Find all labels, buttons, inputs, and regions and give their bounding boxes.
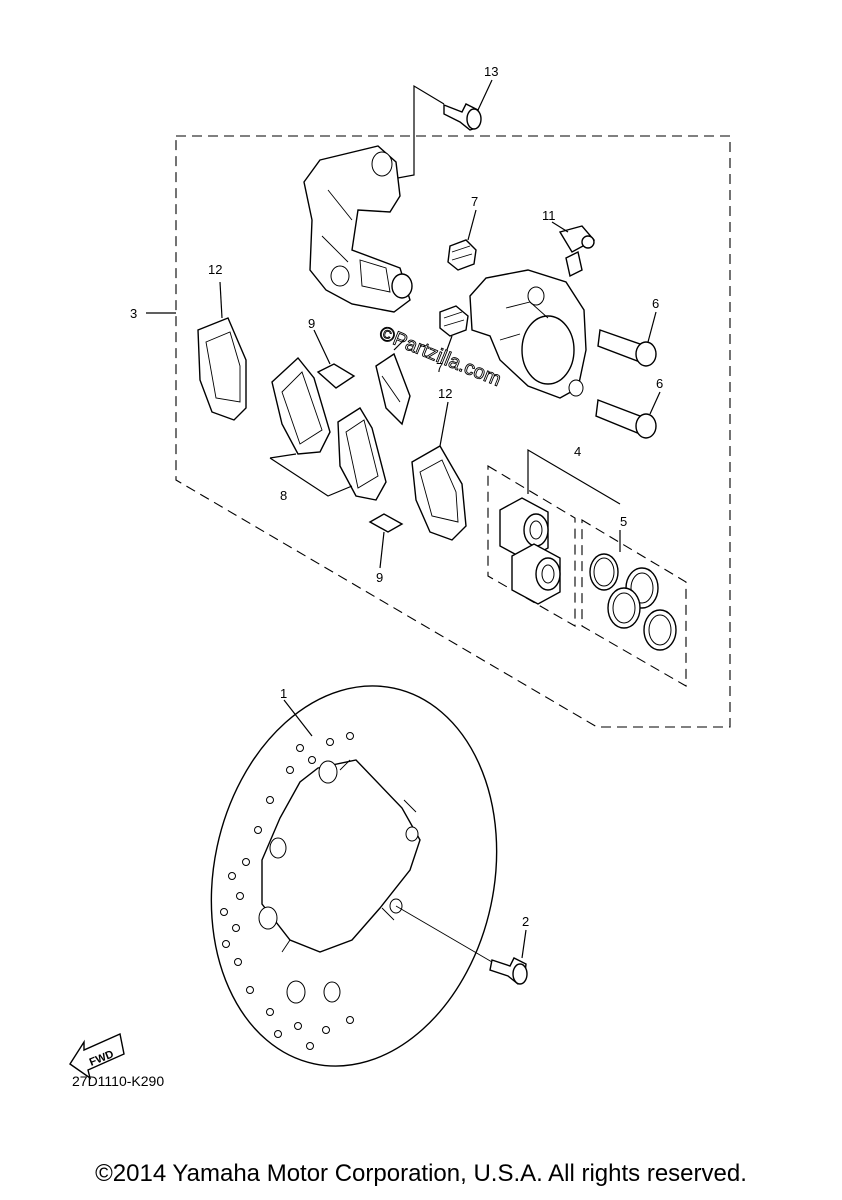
callout-12-right: 12 xyxy=(438,386,452,401)
fwd-arrow-icon: FWD xyxy=(69,1033,125,1080)
leader-13 xyxy=(477,79,493,111)
leader-6-upper xyxy=(647,311,657,343)
piston-4-lower xyxy=(511,543,561,605)
leader-11 xyxy=(551,221,569,233)
pin-bolt-6-lower xyxy=(595,399,657,439)
callout-11: 11 xyxy=(542,208,556,223)
bolt-13 xyxy=(443,103,482,131)
leader-7-upper xyxy=(467,209,477,241)
disc-bolt-2 xyxy=(395,905,528,985)
callout-8: 8 xyxy=(280,488,287,503)
clip-9-lower xyxy=(368,513,404,533)
callout-9-lower: 9 xyxy=(376,570,383,585)
leader-4 xyxy=(527,448,621,505)
brake-disc-1 xyxy=(210,685,498,1067)
callout-13: 13 xyxy=(484,64,498,79)
callout-7-lower: 7 xyxy=(436,360,443,375)
shim-12-left xyxy=(197,317,247,421)
pin-bolt-6-upper xyxy=(597,329,657,367)
callout-6-upper: 6 xyxy=(652,296,659,311)
piston-kit-outline xyxy=(487,465,576,627)
leader-1 xyxy=(283,699,313,737)
leader-12-left xyxy=(219,281,223,319)
leader-pad-spring xyxy=(393,339,405,351)
brake-pad-8-right xyxy=(337,407,387,501)
diagram-code: 27D1110-K290 xyxy=(72,1073,164,1089)
seal-kit-outline xyxy=(581,519,687,687)
leader-7-lower xyxy=(443,335,453,359)
leader-9-upper xyxy=(313,329,331,365)
callout-4: 4 xyxy=(574,444,581,459)
shim-12-right xyxy=(411,445,467,541)
boot-7-upper xyxy=(447,239,477,271)
callout-2: 2 xyxy=(522,914,529,929)
copyright-notice: ©2014 Yamaha Motor Corporation, U.S.A. A… xyxy=(95,1160,747,1187)
clip-9-upper xyxy=(316,363,356,389)
callout-3: 3 xyxy=(130,306,137,321)
boot-7-lower xyxy=(439,305,469,337)
brake-pad-8-left xyxy=(271,356,331,455)
leader-12-right xyxy=(439,401,449,447)
leader-6-lower xyxy=(649,391,661,415)
callout-1: 1 xyxy=(280,686,287,701)
leader-8 xyxy=(269,453,353,497)
bleed-screw-11 xyxy=(558,225,596,278)
caliper-bracket xyxy=(303,145,413,313)
callout-5: 5 xyxy=(620,514,627,529)
callout-9-upper: 9 xyxy=(308,316,315,331)
caliper-body xyxy=(469,269,587,399)
callout-7-upper: 7 xyxy=(471,194,478,209)
leader-9-lower xyxy=(379,531,385,569)
seals-5 xyxy=(589,553,677,651)
callout-6-lower: 6 xyxy=(656,376,663,391)
callout-12-left: 12 xyxy=(208,262,222,277)
leader-2 xyxy=(521,929,527,959)
leader-13-bracket xyxy=(386,84,445,181)
pad-spring xyxy=(375,352,411,426)
